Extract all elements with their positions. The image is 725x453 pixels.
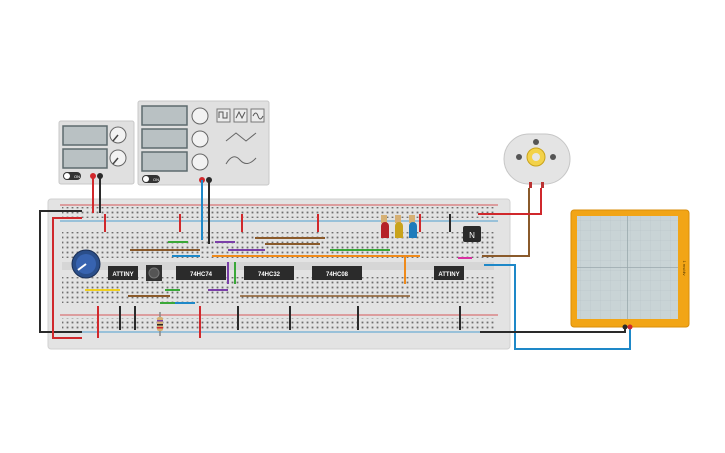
dc-motor[interactable] xyxy=(503,133,571,188)
scope-ground-terminal[interactable] xyxy=(622,324,628,330)
bottom-power-rail[interactable] xyxy=(62,318,494,329)
led-blue[interactable] xyxy=(409,215,417,238)
waveform-preview-icon-2 xyxy=(225,156,257,165)
frequency-display xyxy=(141,105,188,126)
ic-74hc32[interactable]: 74HC32 xyxy=(244,266,294,280)
ic-attiny-left[interactable]: ATTINY xyxy=(108,266,138,280)
ic-74hc74[interactable]: 74HC74 xyxy=(176,266,226,280)
chip-label: 74HC74 xyxy=(190,272,213,278)
timebase-label: 1 ms/div xyxy=(682,261,687,276)
transistor-label: N xyxy=(469,231,475,240)
current-display xyxy=(62,148,108,169)
pushbutton[interactable] xyxy=(146,265,162,281)
chip-label: 74HC32 xyxy=(258,272,281,278)
function-generator[interactable]: ON xyxy=(137,100,270,186)
top-power-rail[interactable] xyxy=(62,207,494,218)
potentiometer[interactable] xyxy=(71,249,101,279)
generator-switch-label: ON xyxy=(153,177,159,182)
transistor[interactable]: N xyxy=(463,226,481,242)
led-red[interactable] xyxy=(381,215,389,238)
power-supply[interactable]: ON xyxy=(58,120,135,185)
frequency-knob[interactable] xyxy=(191,107,209,125)
chip-label: ATTINY xyxy=(112,272,133,278)
power-switch-label: ON xyxy=(74,174,80,179)
offset-display xyxy=(141,151,188,172)
lower-terminal-strip[interactable] xyxy=(62,277,494,303)
voltage-display xyxy=(62,125,108,146)
offset-knob[interactable] xyxy=(191,153,209,171)
amplitude-display xyxy=(141,128,188,149)
scope-probe-terminal[interactable] xyxy=(627,324,633,330)
waveform-preview-icon xyxy=(225,132,257,142)
ic-74hc08[interactable]: 74HC08 xyxy=(312,266,362,280)
resistor[interactable] xyxy=(157,312,163,336)
amplitude-knob[interactable] xyxy=(191,130,209,148)
led-yellow[interactable] xyxy=(395,215,403,238)
ic-attiny-right[interactable]: ATTINY xyxy=(434,266,464,280)
chip-label: ATTINY xyxy=(438,272,459,278)
chip-label: 74HC08 xyxy=(326,272,349,278)
oscilloscope[interactable]: 1 ms/div xyxy=(570,209,690,330)
